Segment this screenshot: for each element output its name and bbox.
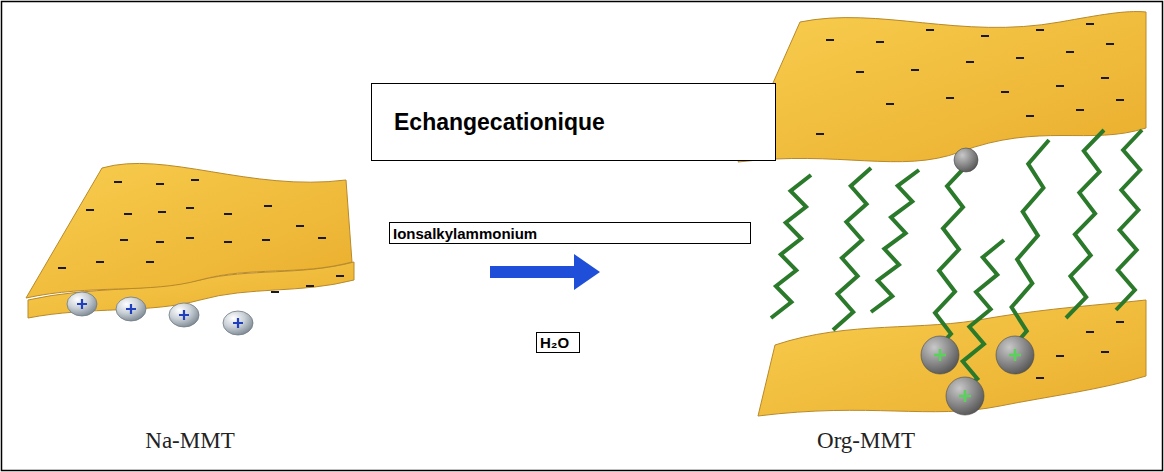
negative-charge bbox=[1116, 99, 1124, 101]
negative-charge bbox=[86, 209, 94, 211]
negative-charge bbox=[1106, 43, 1114, 45]
negative-charge bbox=[96, 261, 104, 263]
sodium-ion bbox=[169, 303, 199, 327]
negative-charge bbox=[1086, 23, 1094, 25]
negative-charge bbox=[1086, 331, 1094, 333]
ammonium-head bbox=[921, 336, 959, 374]
alkyl-chain bbox=[1006, 140, 1049, 355]
ammonium-head bbox=[996, 336, 1034, 374]
negative-charge bbox=[1066, 51, 1074, 53]
sodium-ion bbox=[223, 311, 253, 335]
negative-charge bbox=[1056, 355, 1064, 357]
alkyl-chain bbox=[956, 240, 1004, 396]
ammonium-head bbox=[954, 148, 978, 172]
box-label: H₂O bbox=[540, 334, 569, 351]
negative-charge bbox=[271, 291, 279, 293]
negative-charge bbox=[966, 61, 974, 63]
negative-charge bbox=[336, 275, 344, 277]
negative-charge bbox=[58, 267, 66, 269]
text-box: Echangecationique bbox=[371, 83, 776, 161]
negative-charge bbox=[156, 241, 164, 243]
box-label: Ionsalkylammonium bbox=[393, 225, 537, 242]
negative-charge bbox=[1116, 321, 1124, 323]
negative-charge bbox=[1101, 77, 1109, 79]
negative-charge bbox=[1056, 85, 1064, 87]
material-label: Na-MMT bbox=[145, 428, 234, 454]
negative-charge bbox=[926, 29, 934, 31]
clay-sheet bbox=[738, 12, 1146, 162]
text-box: H₂O bbox=[536, 332, 580, 353]
alkyl-chain bbox=[931, 165, 967, 355]
negative-charge bbox=[816, 133, 824, 135]
negative-charge bbox=[826, 39, 834, 41]
sodium-ions bbox=[67, 292, 253, 335]
negative-charge bbox=[981, 35, 989, 37]
negative-charge bbox=[191, 179, 199, 181]
reaction-arrow bbox=[490, 254, 600, 290]
negative-charge bbox=[1101, 351, 1109, 353]
alkyl-chain bbox=[1116, 130, 1142, 310]
negative-charge bbox=[158, 211, 166, 213]
negative-charge bbox=[262, 239, 270, 241]
clay-sheet bbox=[26, 163, 352, 298]
negative-charge bbox=[224, 213, 232, 215]
alkyl-chain bbox=[871, 170, 919, 312]
box-label: Echangecationique bbox=[394, 109, 605, 136]
alkyl-chains bbox=[771, 130, 1142, 396]
negative-charge bbox=[186, 237, 194, 239]
sodium-ion bbox=[116, 297, 146, 321]
negative-charge bbox=[318, 237, 326, 239]
ammonium-heads bbox=[921, 148, 1034, 415]
negative-charge bbox=[876, 41, 884, 43]
clay-sheet bbox=[758, 300, 1146, 416]
negative-charge bbox=[856, 71, 864, 73]
negative-charge bbox=[120, 239, 128, 241]
charge-signs bbox=[58, 24, 1124, 378]
negative-charge bbox=[886, 103, 894, 105]
negative-charge bbox=[911, 69, 919, 71]
negative-charge bbox=[946, 97, 954, 99]
negative-charge bbox=[1016, 57, 1024, 59]
negative-charge bbox=[156, 183, 164, 185]
negative-charge bbox=[1076, 109, 1084, 111]
negative-charge bbox=[186, 207, 194, 209]
negative-charge bbox=[1001, 91, 1009, 93]
alkyl-chain bbox=[833, 168, 871, 330]
negative-charge bbox=[146, 261, 154, 263]
material-label: Org-MMT bbox=[817, 428, 915, 454]
alkyl-chain bbox=[1066, 130, 1104, 318]
negative-charge bbox=[306, 285, 314, 287]
negative-charge bbox=[114, 181, 122, 183]
negative-charge bbox=[224, 241, 232, 243]
negative-charge bbox=[296, 225, 304, 227]
sodium-ion bbox=[67, 292, 97, 316]
negative-charge bbox=[264, 205, 272, 207]
text-box: Ionsalkylammonium bbox=[389, 222, 751, 244]
alkyl-chain bbox=[771, 175, 811, 318]
negative-charge bbox=[1026, 115, 1034, 117]
ammonium-head bbox=[946, 377, 984, 415]
negative-charge bbox=[124, 213, 132, 215]
negative-charge bbox=[1036, 29, 1044, 31]
negative-charge bbox=[1036, 377, 1044, 379]
